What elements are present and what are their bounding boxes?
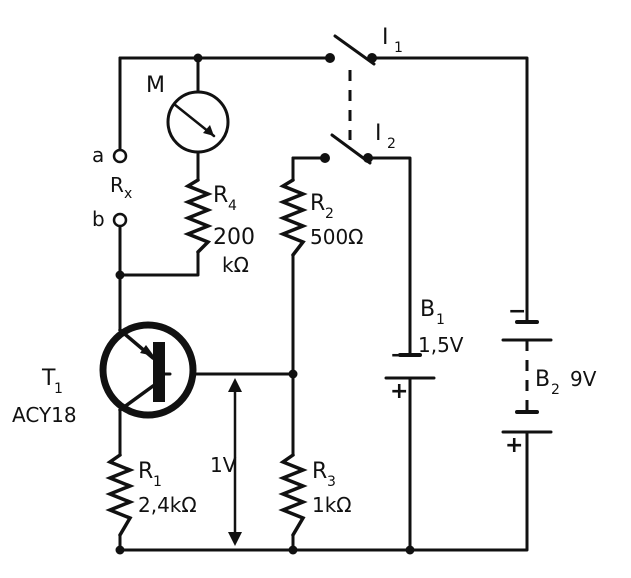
r2-subscript: 2 xyxy=(325,206,334,222)
resistor-r4: R 4 200 kΩ xyxy=(183,178,255,277)
r2-value: 500Ω xyxy=(310,225,363,249)
b1-value: 1,5V xyxy=(418,333,464,357)
switch-i1-contact-left xyxy=(325,53,335,63)
r4-subscript: 4 xyxy=(228,198,237,214)
t1-part: ACY18 xyxy=(12,403,77,427)
switch-i1: I 1 xyxy=(325,25,403,66)
resistor-r1: R 1 2,4kΩ xyxy=(105,453,197,537)
r3-zigzag xyxy=(278,453,308,537)
switch-i1-letter: I xyxy=(382,25,389,50)
t1-subscript: 1 xyxy=(54,381,63,397)
switch-i1-subscript: 1 xyxy=(394,40,403,56)
r1-subscript: 1 xyxy=(153,474,162,490)
b1-subscript: 1 xyxy=(436,312,445,328)
terminal-a-label: a xyxy=(92,143,104,167)
r3-value: 1kΩ xyxy=(312,493,352,517)
voltage-arrow-up-icon xyxy=(228,378,242,392)
r3-subscript: 3 xyxy=(327,474,336,490)
t1-base-bar xyxy=(153,342,165,402)
r4-unit: kΩ xyxy=(222,253,249,277)
switch-i2-blade xyxy=(330,133,372,165)
r3-letter: R xyxy=(312,459,327,484)
resistor-r2: R 2 500Ω xyxy=(278,178,363,257)
t1-emitter-arrow-icon xyxy=(140,345,154,356)
b1-letter: B xyxy=(420,297,435,322)
wire-r4-bottom xyxy=(118,250,200,277)
b2-minus: − xyxy=(508,299,526,324)
switch-i2-contact-left xyxy=(320,153,330,163)
r4-value: 200 xyxy=(213,225,255,250)
r2-letter: R xyxy=(310,191,325,216)
junction-meter-top xyxy=(193,53,203,63)
b2-plus: + xyxy=(505,433,523,458)
rx-letter: R xyxy=(110,173,124,197)
t1-letter: T xyxy=(41,366,56,391)
bottom-rail xyxy=(118,430,529,552)
terminal-b xyxy=(112,212,128,228)
rx-terminals: a b R x xyxy=(92,143,132,231)
junction-bottom-left xyxy=(115,545,125,555)
r1-value: 2,4kΩ xyxy=(138,493,197,517)
terminal-a xyxy=(112,148,128,164)
t1-collector-lead xyxy=(118,384,155,412)
voltage-indicator: 1V xyxy=(210,378,242,546)
top-rail-right xyxy=(370,56,529,324)
meter-needle-arrow-icon xyxy=(203,125,214,136)
switch-i1-blade xyxy=(333,34,376,66)
b2-value: 9V xyxy=(570,367,597,391)
t1-envelope xyxy=(99,321,197,419)
battery-b2: − + B 2 9V xyxy=(501,299,597,458)
rx-subscript: x xyxy=(124,186,132,202)
voltage-label: 1V xyxy=(210,453,237,477)
resistor-r3: R 3 1kΩ xyxy=(278,453,352,537)
b2-subscript: 2 xyxy=(551,382,560,398)
junction-r4-emitter xyxy=(115,270,125,280)
meter-m: M xyxy=(146,73,230,154)
b2-letter: B xyxy=(535,367,550,392)
b1-minus: − xyxy=(390,343,408,368)
r1-letter: R xyxy=(138,459,153,484)
wire-i2-b1 xyxy=(366,156,412,357)
meter-label: M xyxy=(146,73,165,98)
r1-zigzag xyxy=(105,453,135,537)
r2-zigzag xyxy=(278,178,308,257)
switch-i2-letter: I xyxy=(375,121,382,146)
switch-i2: I 2 xyxy=(320,121,396,165)
r4-letter: R xyxy=(213,183,228,208)
switch-i2-subscript: 2 xyxy=(387,136,396,152)
b1-plus: + xyxy=(390,379,408,404)
terminal-b-label: b xyxy=(92,207,105,231)
junctions xyxy=(115,53,415,555)
r4-zigzag xyxy=(183,178,213,254)
battery-b1: B 1 1,5V − + xyxy=(384,297,464,404)
junction-bottom-r3 xyxy=(288,545,298,555)
transistor-t1: T 1 ACY18 xyxy=(12,321,197,427)
junction-base xyxy=(288,369,298,379)
voltage-arrow-down-icon xyxy=(228,532,242,546)
junction-bottom-b1 xyxy=(405,545,415,555)
